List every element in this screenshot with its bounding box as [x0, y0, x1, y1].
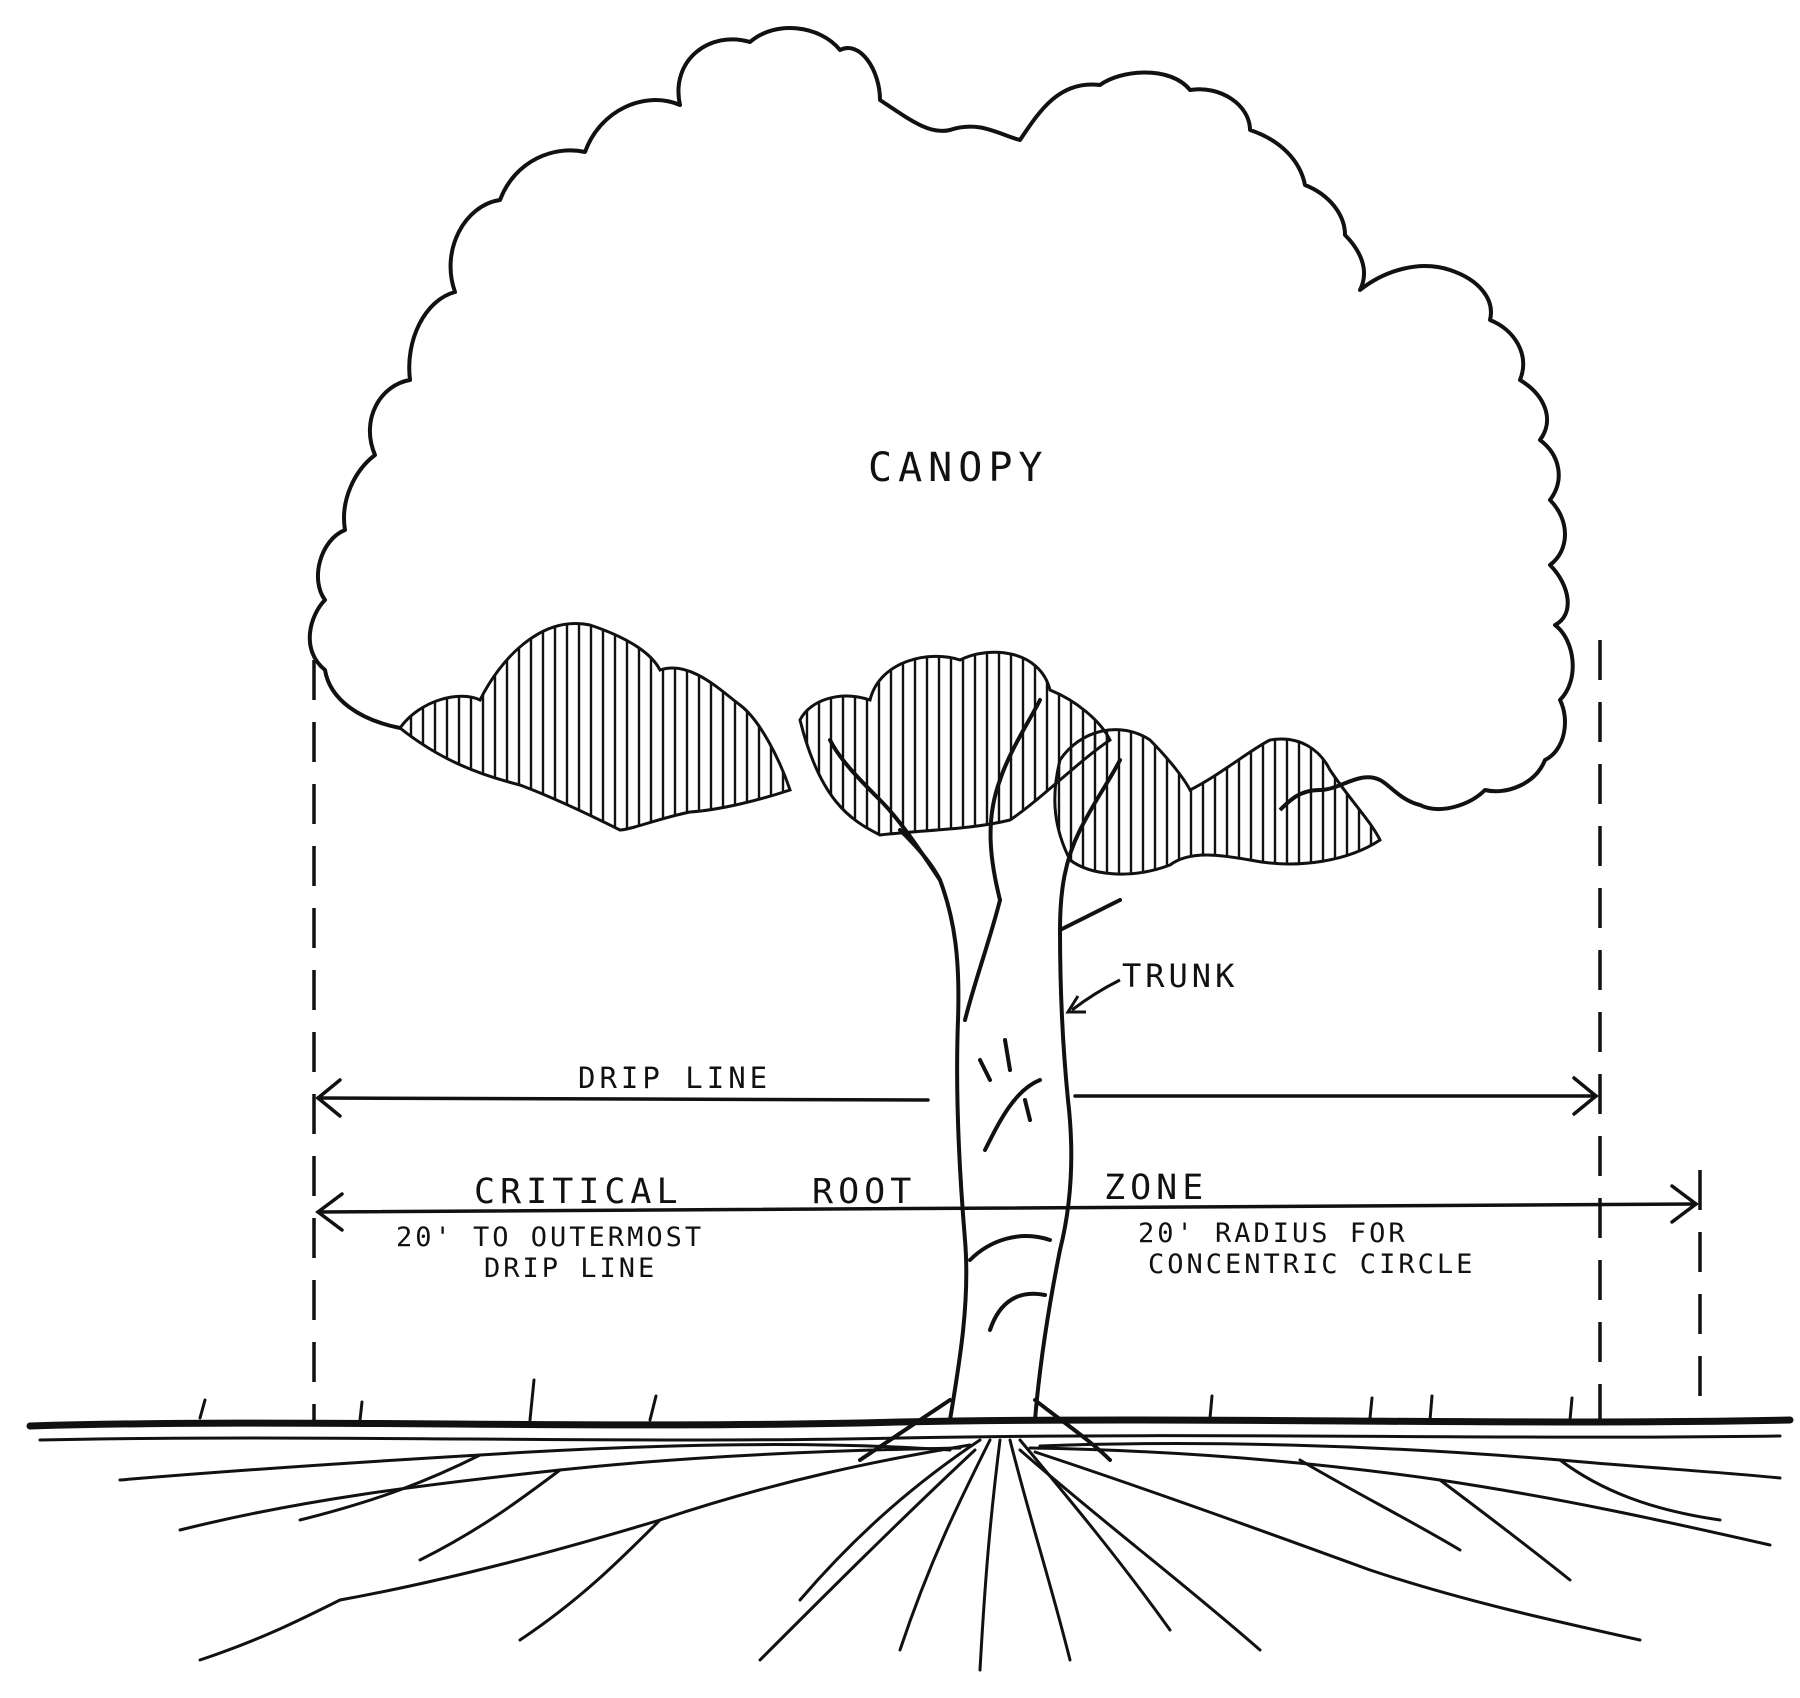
- right-note-line-2: CONCENTRIC CIRCLE: [1148, 1249, 1476, 1281]
- root-label: ROOT: [812, 1172, 917, 1212]
- roots: [118, 1438, 1782, 1672]
- critical-label: CRITICAL: [474, 1172, 683, 1212]
- under-canopy-shading: [397, 622, 1382, 876]
- left-note-line-2: DRIP LINE: [484, 1253, 658, 1285]
- canopy-label: CANOPY: [868, 445, 1049, 491]
- ground-line: [26, 1378, 1794, 1442]
- critical-root-zone-arrow: [315, 1184, 1699, 1232]
- trunk-label: TRUNK: [1122, 957, 1239, 995]
- canopy-outline: [307, 26, 1575, 812]
- right-radius-note: 20' RADIUS FOR CONCENTRIC CIRCLE: [1138, 1218, 1475, 1280]
- trunk-leader: [1071, 978, 1121, 1012]
- drip-line-label: DRIP LINE: [578, 1061, 772, 1095]
- drip-line-arrow: [315, 1076, 1599, 1118]
- zone-label: ZONE: [1104, 1168, 1209, 1208]
- left-radius-note: 20' TO OUTERMOST DRIP LINE: [396, 1222, 704, 1284]
- drip-line-verticals: [312, 640, 1702, 1420]
- right-note-line-1: 20' RADIUS FOR: [1138, 1218, 1408, 1249]
- left-note-line-1: 20' TO OUTERMOST: [396, 1222, 705, 1253]
- trunk: [828, 698, 1122, 1462]
